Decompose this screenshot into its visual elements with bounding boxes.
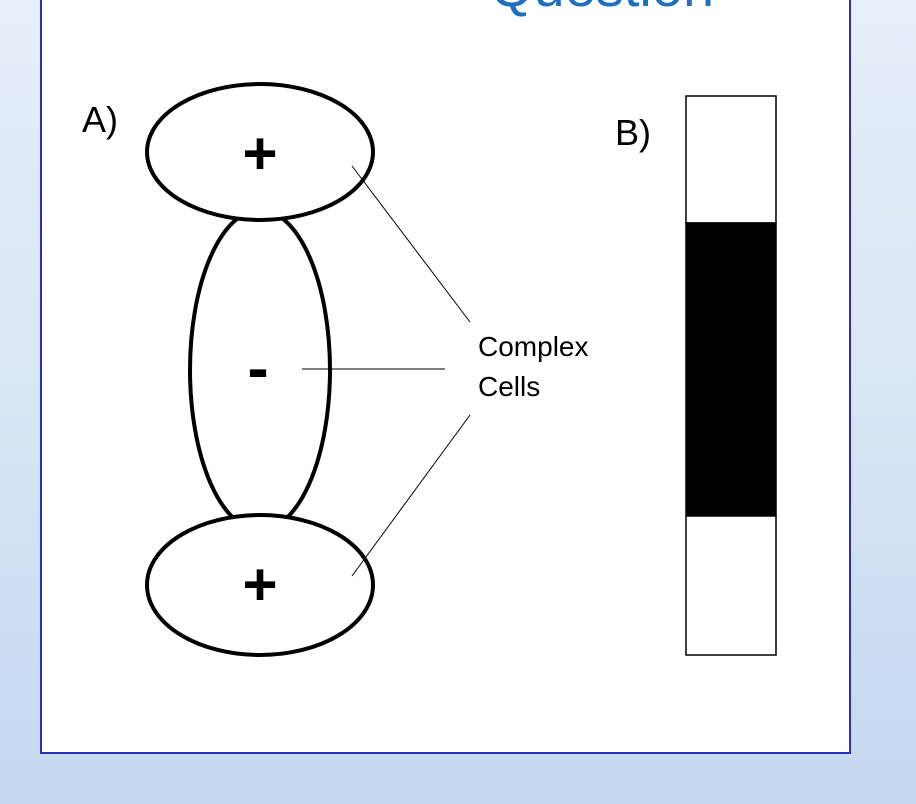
bar-bottom-white bbox=[685, 515, 777, 656]
bottom-ellipse bbox=[145, 513, 375, 657]
top-ellipse bbox=[145, 82, 375, 222]
callout-label-line2: Cells bbox=[478, 371, 540, 402]
middle-minus-sign: - bbox=[247, 332, 268, 404]
top-plus-sign: + bbox=[242, 120, 277, 187]
bar-top-white bbox=[685, 95, 777, 224]
slide-title: Question bbox=[490, 0, 714, 18]
callout-line-top bbox=[351, 165, 471, 323]
diagram-a-label: A) bbox=[82, 99, 118, 140]
diagram-b: B) bbox=[615, 95, 777, 656]
callout-label-line1: Complex bbox=[478, 331, 588, 362]
diagram-b-label: B) bbox=[615, 112, 651, 153]
callout-line-bottom bbox=[351, 414, 471, 577]
bottom-plus-sign: + bbox=[242, 551, 277, 618]
diagram-a: A) + - + Complex Cells bbox=[82, 82, 588, 657]
bar-middle-black bbox=[685, 222, 777, 517]
